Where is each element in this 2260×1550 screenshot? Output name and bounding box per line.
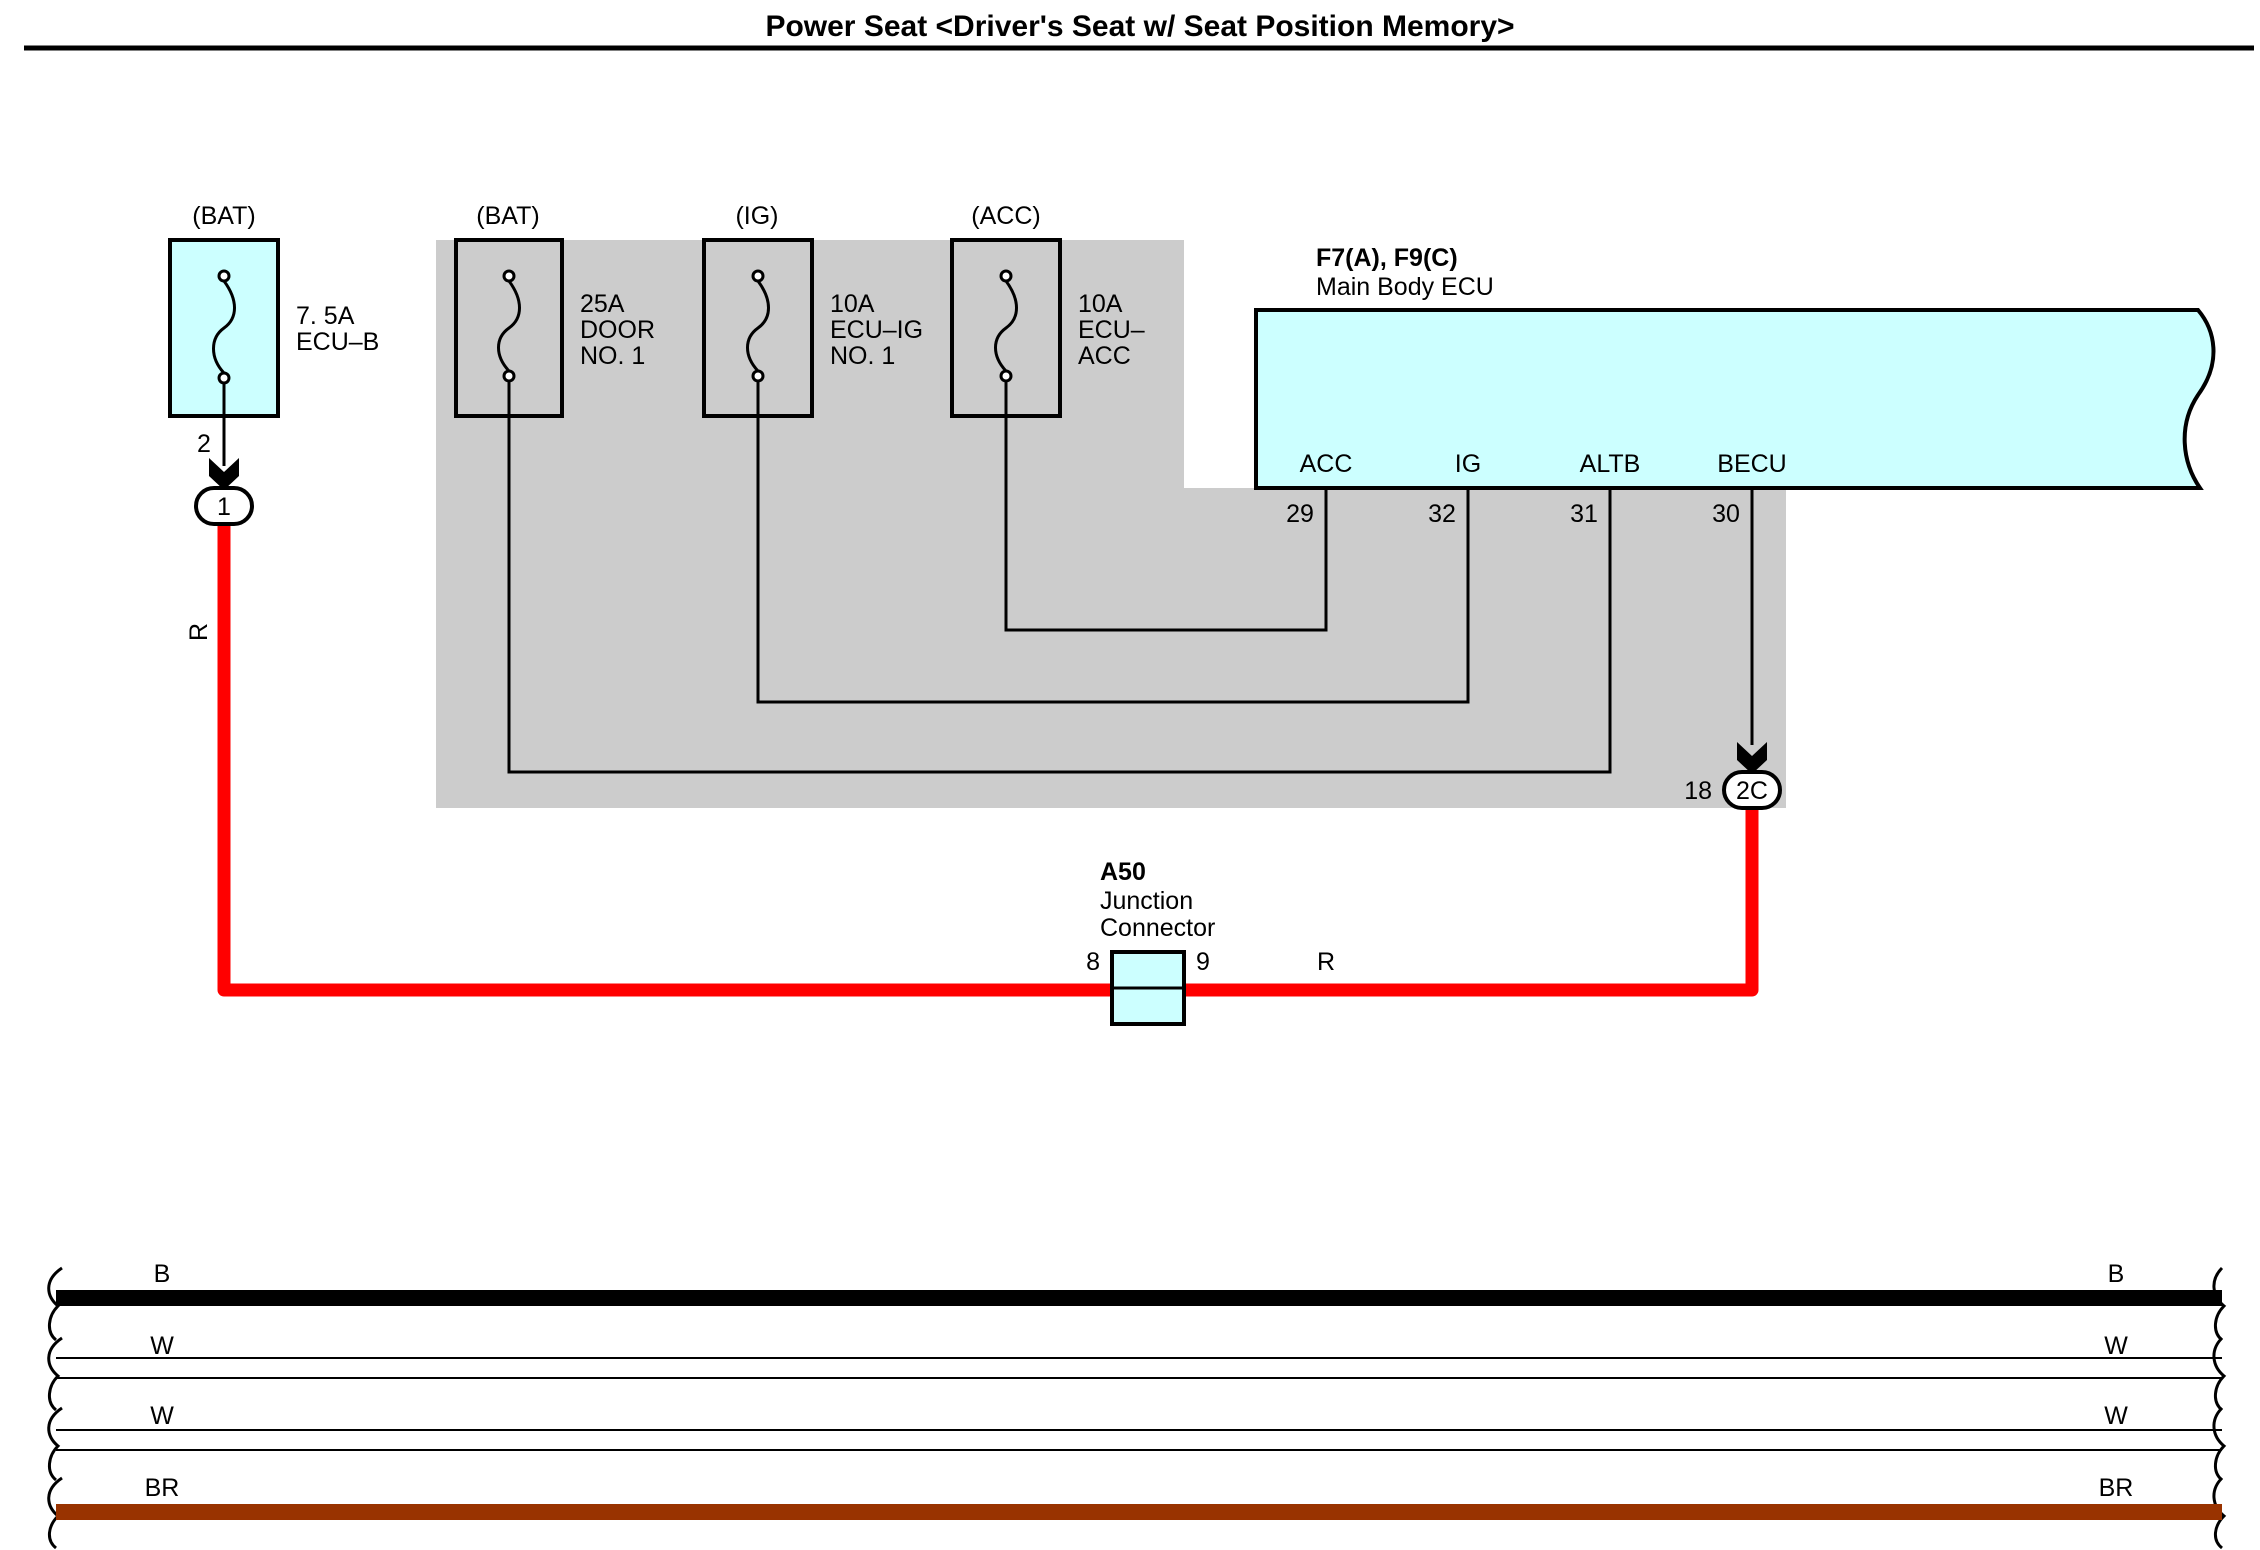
junction-name-line1: Junction <box>1100 887 1193 915</box>
fuse-ecu-ig-no1: (IG) 10A ECU–IG NO. 1 <box>702 202 923 418</box>
harness-w1-right: W <box>2104 1332 2128 1360</box>
wire-color-r-left: R <box>185 623 213 641</box>
ecu-terminal-altb: ALTB <box>1580 450 1641 478</box>
harness-legend: B B W W W W BR BR <box>47 1260 2227 1550</box>
fuse-ecu-acc-rating: 10A <box>1078 290 1123 318</box>
fuse-door-no1: (BAT) 25A DOOR NO. 1 <box>454 202 655 418</box>
fuse-ecu-b: (BAT) 7. 5A ECU–B <box>168 202 379 418</box>
fuse-ecu-acc-source: (ACC) <box>971 202 1040 230</box>
ecu-pin-32: 32 <box>1428 500 1456 528</box>
harness-w1-left: W <box>150 1332 174 1360</box>
connector-2c-pin: 18 <box>1684 777 1712 805</box>
ecu-pin-31: 31 <box>1570 500 1598 528</box>
fuse-ecu-ig-no1-name2: NO. 1 <box>830 342 895 370</box>
fuse-door-no1-rating: 25A <box>580 290 625 318</box>
connector-2c-label: 2C <box>1736 777 1768 805</box>
fuse-symbol-icon <box>497 280 521 373</box>
harness-br-right: BR <box>2099 1474 2134 1502</box>
harness-b-left: B <box>154 1260 171 1288</box>
fuse-ecu-b-rating: 7. 5A <box>296 302 355 330</box>
fuse-door-no1-name2: NO. 1 <box>580 342 645 370</box>
ecu-pin-29: 29 <box>1286 500 1314 528</box>
internal-wires <box>507 380 1754 774</box>
fuse-ecu-ig-no1-name: ECU–IG <box>830 316 923 344</box>
fuse-symbol-icon <box>212 280 236 375</box>
harness-b-right: B <box>2108 1260 2125 1288</box>
fuse-ecu-ig-no1-rating: 10A <box>830 290 875 318</box>
ecu-pin-30: 30 <box>1712 500 1740 528</box>
fuse-ecu-b-source: (BAT) <box>192 202 255 230</box>
fuse-ecu-b-name: ECU–B <box>296 328 379 356</box>
ecu-terminal-acc: ACC <box>1300 450 1353 478</box>
connector-1: 1 <box>194 486 254 526</box>
fuse-ecu-b-pin: 2 <box>197 430 211 458</box>
fuse-ecu-ig-no1-source: (IG) <box>735 202 778 230</box>
junction-pin-left: 8 <box>1086 948 1100 976</box>
main-body-ecu: F7(A), F9(C) Main Body ECU ACC IG ALTB B… <box>1254 244 2216 528</box>
red-wire <box>217 526 1112 997</box>
harness-w2-right: W <box>2104 1402 2128 1430</box>
arrow-down-icon <box>209 458 239 490</box>
connector-2c: 2C 18 <box>1684 770 1782 810</box>
fuse-symbol-icon <box>746 280 770 373</box>
ecu-terminal-becu: BECU <box>1717 450 1786 478</box>
junction-connector-a50: A50 Junction Connector 8 9 <box>1086 858 1215 1026</box>
junction-name-line2: Connector <box>1100 914 1215 942</box>
fuse-ecu-acc-name: ECU– <box>1078 316 1145 344</box>
ecu-terminal-ig: IG <box>1455 450 1481 478</box>
fuse-door-no1-name: DOOR <box>580 316 655 344</box>
connector-1-pin: 1 <box>217 493 231 521</box>
fuse-door-no1-source: (BAT) <box>476 202 539 230</box>
red-wire-right <box>1184 804 1759 997</box>
ecu-body <box>1254 308 2216 490</box>
fuse-ecu-acc-name2: ACC <box>1078 342 1131 370</box>
junction-block-area <box>436 240 1786 808</box>
wire-color-r-right: R <box>1317 948 1335 976</box>
harness-w2-left: W <box>150 1402 174 1430</box>
arrow-down-icon <box>1737 742 1767 774</box>
fuse-symbol-icon <box>994 280 1018 373</box>
junction-code: A50 <box>1100 858 1146 886</box>
ecu-name: Main Body ECU <box>1316 273 1494 301</box>
diagram-title: Power Seat <Driver's Seat w/ Seat Positi… <box>765 10 1514 43</box>
ecu-code: F7(A), F9(C) <box>1316 244 1458 272</box>
fuse-ecu-acc: (ACC) 10A ECU– ACC <box>950 202 1145 418</box>
harness-br-left: BR <box>145 1474 180 1502</box>
junction-pin-right: 9 <box>1196 948 1210 976</box>
